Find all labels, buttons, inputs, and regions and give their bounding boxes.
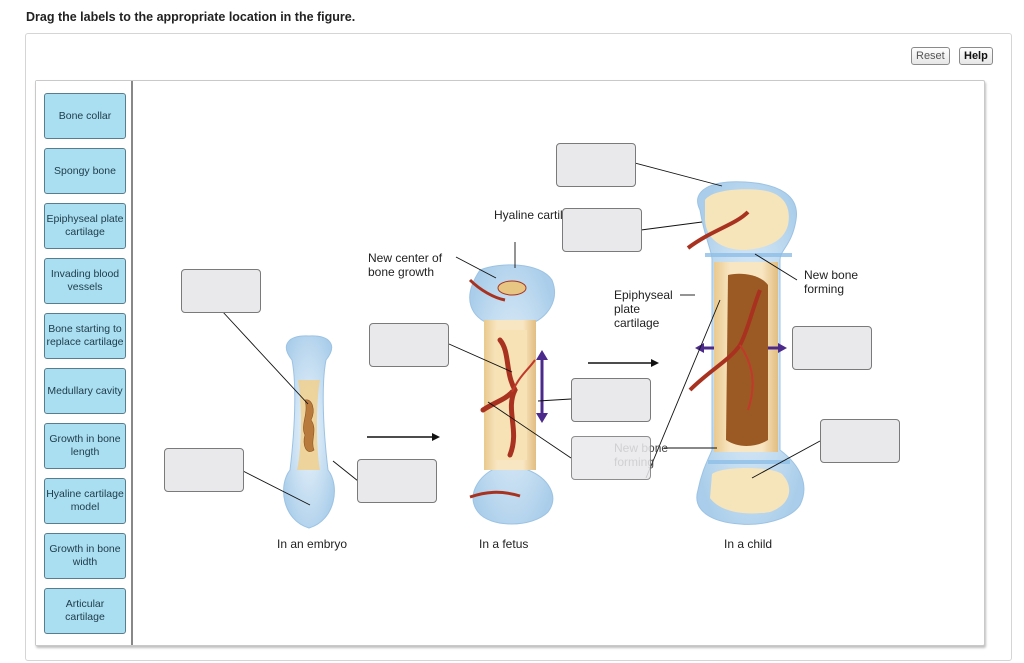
new-center-text: New center of bone growth xyxy=(368,251,443,279)
label-medullary-cavity[interactable]: Medullary cavity xyxy=(44,368,126,414)
drop-target-2[interactable] xyxy=(164,448,244,492)
drop-target-6[interactable] xyxy=(571,436,651,480)
reset-button[interactable]: Reset xyxy=(911,47,950,65)
drop-target-4[interactable] xyxy=(369,323,449,367)
label-epiphyseal-plate-cartilage[interactable]: Epiphyseal plate cartilage xyxy=(44,203,126,249)
label-bone-collar[interactable]: Bone collar xyxy=(44,93,126,139)
label-growth-in-bone-width[interactable]: Growth in bone width xyxy=(44,533,126,579)
epiphyseal-plate-text: Epiphyseal plate cartilage xyxy=(614,288,673,330)
label-growth-in-bone-length[interactable]: Growth in bone length xyxy=(44,423,126,469)
hyaline-cartilage-text: Hyaline cartilage xyxy=(494,208,583,222)
stage-child-label: In a child xyxy=(724,537,773,551)
label-hyaline-cartilage-model[interactable]: Hyaline cartilage model xyxy=(44,478,126,524)
leader-lines xyxy=(221,162,821,506)
label-bone-starting-to-replace-cartilage[interactable]: Bone starting to replace cartilage xyxy=(44,313,126,359)
drop-target-7[interactable] xyxy=(556,143,636,187)
drop-target-8[interactable] xyxy=(562,208,642,252)
label-spongy-bone[interactable]: Spongy bone xyxy=(44,148,126,194)
label-articular-cartilage[interactable]: Articular cartilage xyxy=(44,588,126,634)
drop-target-10[interactable] xyxy=(820,419,900,463)
stage-embryo-label: In an embryo xyxy=(277,537,348,551)
child-bone xyxy=(686,181,805,525)
help-button[interactable]: Help xyxy=(959,47,993,65)
stage-fetus-label: In a fetus xyxy=(479,537,529,551)
drop-target-1[interactable] xyxy=(181,269,261,313)
instruction-text: Drag the labels to the appropriate locat… xyxy=(26,10,356,24)
drop-target-9[interactable] xyxy=(792,326,872,370)
drop-target-5[interactable] xyxy=(571,378,651,422)
label-invading-blood-vessels[interactable]: Invading blood vessels xyxy=(44,258,126,304)
new-bone-forming-right-text: New bone forming xyxy=(804,268,859,296)
drop-target-3[interactable] xyxy=(357,459,437,503)
embryo-bone xyxy=(283,335,335,529)
fetus-bone xyxy=(468,264,556,525)
